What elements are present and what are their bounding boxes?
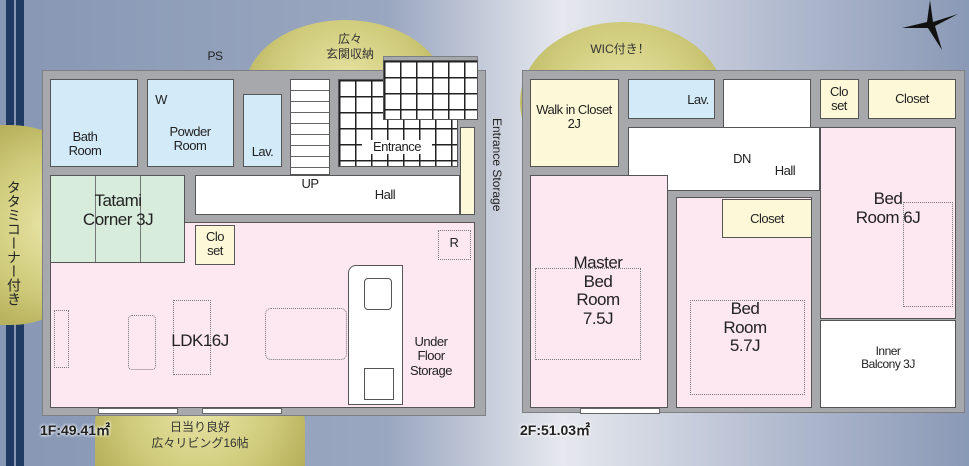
closet-small-label: Clo set — [829, 84, 849, 114]
up-label: UP — [301, 176, 319, 191]
closet-top-2f — [868, 79, 956, 119]
closet-mid-2f — [722, 199, 812, 238]
room-tatami — [50, 175, 185, 263]
window — [202, 408, 282, 414]
floor-2-area: 2F:51.03㎡ — [520, 422, 591, 438]
room-bed-6 — [820, 127, 956, 319]
living-callout-2: 広々リビング16帖 — [151, 436, 249, 450]
tatami-callout: タタミコーナー付き — [6, 180, 22, 306]
master-bed-label: Master Bed Room 7.5J — [573, 253, 623, 329]
hall-2f-label: Hall — [774, 163, 796, 178]
entrance-storage — [460, 127, 475, 215]
room-hall-1f — [195, 175, 460, 215]
window — [98, 408, 178, 414]
window — [580, 408, 660, 414]
bed-icon — [690, 300, 805, 395]
compass-icon — [902, 0, 958, 50]
ps-label: PS — [207, 49, 223, 63]
dining-table-icon — [265, 308, 347, 360]
floor-1-area: 1F:49.41㎡ — [40, 422, 111, 438]
stove-icon — [364, 368, 394, 400]
bed-icon — [535, 268, 641, 360]
room-lav-1f — [243, 94, 282, 167]
room-powder — [147, 79, 234, 167]
closet-top-label: Closet — [895, 91, 929, 106]
closet-1f-label: Clo set — [205, 229, 225, 259]
dn-label: DN — [733, 151, 751, 166]
bed-6-label: Bed Room 6J — [855, 189, 921, 227]
bath-label: Bath Room — [68, 129, 102, 159]
storage-callout: 広々 玄関収納 — [325, 32, 374, 61]
room-inner-balcony — [820, 320, 956, 408]
tv-icon — [54, 310, 69, 368]
wic-label: Walk in Closet 2J — [536, 102, 612, 132]
lav-1f-label: Lav. — [251, 144, 274, 159]
room-bath — [50, 79, 138, 167]
closet-small-2f — [820, 79, 859, 119]
wic-callout: WIC付き！ — [590, 42, 650, 56]
stairs-1f — [290, 79, 330, 175]
room-lav-2f — [628, 79, 715, 119]
hall-1f-label: Hall — [374, 187, 396, 202]
ceiling-vent-icon — [438, 230, 471, 260]
entrance-storage-label: Entrance Storage — [490, 118, 504, 212]
ldk-label: LDK16J — [171, 331, 229, 350]
closet-1f — [195, 225, 235, 265]
r-label: R — [449, 235, 459, 250]
under-floor-label: Under Floor Storage — [409, 334, 453, 378]
entrance-porch — [383, 60, 478, 120]
balcony-label: Inner Balcony 3J — [861, 344, 915, 372]
tatami-label: Tatami Corner 3J — [82, 191, 154, 229]
powder-label: Powder Room — [169, 124, 211, 154]
closet-mid-label: Closet — [750, 211, 784, 226]
room-wic — [530, 79, 619, 167]
bed-icon — [903, 202, 953, 307]
lav-2f-label: Lav. — [687, 92, 709, 107]
bed-57-label: Bed Room 5.7J — [723, 299, 767, 356]
entrance-label: Entrance — [362, 139, 432, 155]
room-master-bed — [530, 175, 668, 408]
sink-icon — [364, 278, 392, 310]
table-icon — [173, 300, 211, 375]
sofa-icon — [128, 315, 156, 370]
living-callout-1: 日当り良好 — [169, 420, 230, 434]
washer-label: W — [155, 92, 167, 107]
